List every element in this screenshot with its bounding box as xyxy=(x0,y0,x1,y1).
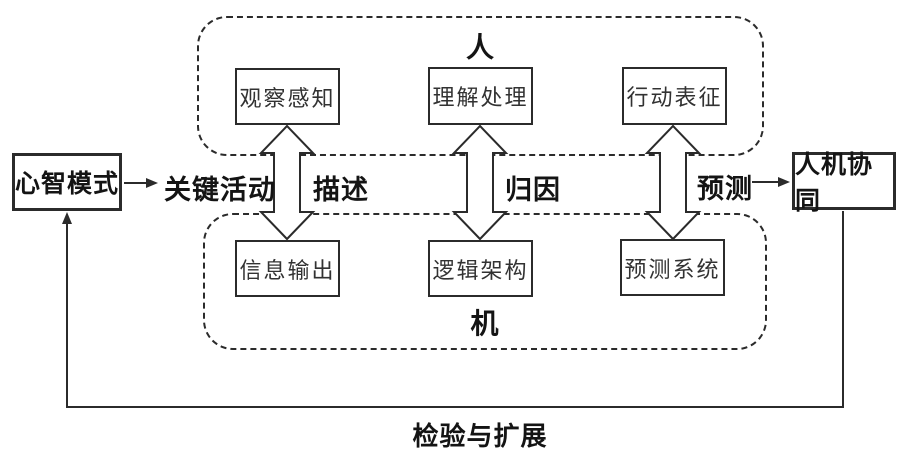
machine-region-label: 机 xyxy=(470,308,500,339)
processing-box: 理解处理 xyxy=(428,67,533,125)
double-arrow-description xyxy=(258,124,316,241)
box-label: 观察感知 xyxy=(239,85,336,111)
feedback-loop-line xyxy=(62,211,844,408)
prediction-label: 预测 xyxy=(697,174,753,204)
human-region-label: 人 xyxy=(465,32,495,63)
box-label: 逻辑架构 xyxy=(432,257,529,283)
box-label: 信息输出 xyxy=(239,257,336,283)
box-label: 行动表征 xyxy=(626,85,723,110)
action-representation-box: 行动表征 xyxy=(622,67,727,125)
prediction-system-box: 预测系统 xyxy=(620,239,725,296)
perception-box: 观察感知 xyxy=(235,68,340,125)
mental-to-key-arrow xyxy=(124,178,158,188)
logic-architecture-box: 逻辑架构 xyxy=(428,240,533,297)
box-label: 心智模式 xyxy=(15,170,120,198)
feedback-arrowhead xyxy=(62,212,72,224)
box-label: 理解处理 xyxy=(432,85,529,110)
info-output-box: 信息输出 xyxy=(235,240,340,297)
attribution-label: 归因 xyxy=(505,175,561,205)
human-machine-collaboration-box: 人机协同 xyxy=(792,151,896,215)
mental-model-box: 心智模式 xyxy=(12,153,122,211)
box-label: 预测系统 xyxy=(624,256,721,282)
feedback-label: 检验与扩展 xyxy=(412,421,548,451)
double-arrow-prediction xyxy=(644,124,702,241)
key-activities-label: 关键活动 xyxy=(164,175,276,205)
box-label: 人机协同 xyxy=(795,151,874,215)
double-arrow-attribution xyxy=(451,124,509,241)
description-label: 描述 xyxy=(313,175,369,205)
prediction-to-collab-arrow xyxy=(752,177,790,187)
